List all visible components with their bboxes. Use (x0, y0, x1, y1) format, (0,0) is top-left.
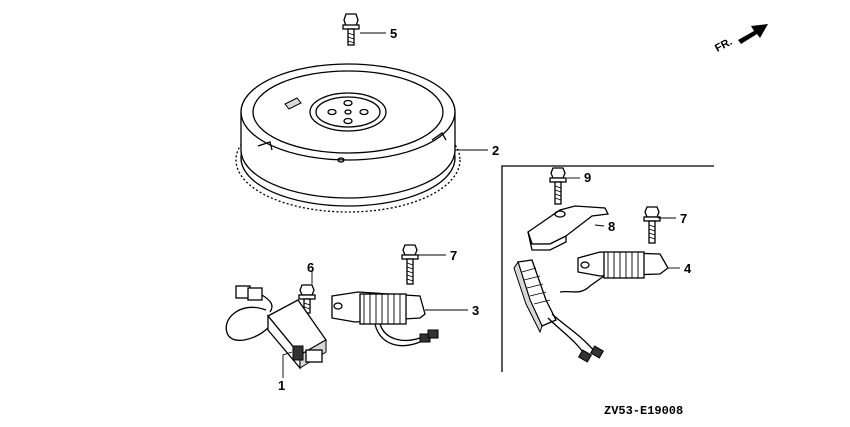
callout-7-left: 7 (450, 248, 457, 263)
callout-2: 2 (492, 143, 499, 158)
bolt-9 (549, 167, 567, 205)
ignition-coil (225, 285, 327, 370)
callout-5: 5 (390, 26, 397, 41)
flywheel-bolt (342, 13, 360, 46)
callout-1: 1 (278, 378, 285, 393)
callout-7-right: 7 (680, 211, 687, 226)
lighting-coil (513, 251, 669, 363)
callout-9: 9 (584, 170, 591, 185)
callout-3: 3 (472, 303, 479, 318)
leader-lines (282, 32, 680, 378)
charge-coil (331, 291, 439, 347)
callout-4: 4 (684, 261, 692, 276)
bolt-7-left (401, 244, 419, 285)
front-arrow-icon (738, 24, 768, 44)
callout-8: 8 (608, 219, 615, 234)
bracket (527, 205, 609, 251)
front-label: FR. (713, 36, 734, 55)
inset-frame (501, 165, 714, 372)
front-direction-indicator: FR. (713, 24, 768, 55)
diagram-code: ZV53-E19008 (604, 404, 683, 418)
callout-6: 6 (307, 260, 314, 275)
bolt-7-right (643, 206, 661, 244)
bolt-6 (298, 284, 316, 314)
flywheel (235, 63, 461, 213)
